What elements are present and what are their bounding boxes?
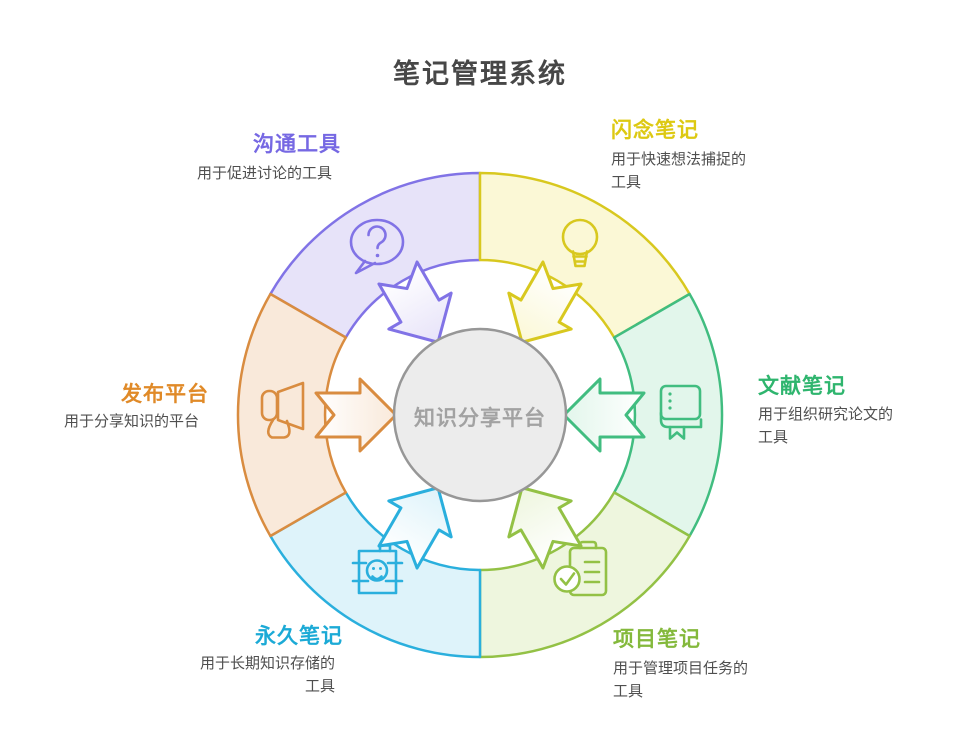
segment-description-communication: 用于促进讨论的工具 <box>197 165 333 182</box>
converging-arrows <box>314 260 646 570</box>
arrow-fleeting <box>507 260 583 344</box>
clipboard-check-icon <box>553 540 608 597</box>
segment-description-publishing: 用于分享知识的平台 <box>64 413 200 430</box>
arrow-permanent <box>377 486 453 570</box>
segment-label-fleeting: 闪念笔记 <box>611 119 699 142</box>
center-circle <box>392 327 568 503</box>
arrow-project <box>507 486 583 570</box>
lightbulb-icon <box>561 218 599 268</box>
segment-icons <box>260 218 703 597</box>
knowledge-barrel-icon <box>351 544 404 595</box>
segment-label-communication: 沟通工具 <box>253 133 341 156</box>
page-title: 笔记管理系统 <box>393 59 567 89</box>
center-label: 知识分享平台 <box>414 407 546 430</box>
segment-description-permanent: 用于长期知识存储的 工具 <box>199 655 335 695</box>
segment-description-project: 用于管理项目任务的 工具 <box>613 660 749 700</box>
sector-publishing <box>236 292 348 538</box>
segment-label-permanent: 永久笔记 <box>255 625 343 648</box>
megaphone-icon <box>260 381 305 439</box>
segment-label-project: 项目笔记 <box>613 628 701 651</box>
segment-description-literature: 用于组织研究论文的 工具 <box>758 406 894 446</box>
arrow-literature <box>562 377 646 453</box>
speech-bubble-question-icon <box>349 218 405 275</box>
arrow-communication <box>377 260 453 344</box>
segment-label-literature: 文献笔记 <box>758 375 846 398</box>
book-icon <box>659 384 703 440</box>
segment-label-publishing: 发布平台 <box>121 383 209 406</box>
segment-description-fleeting: 用于快速想法捕捉的 工具 <box>611 151 747 191</box>
sector-literature <box>612 292 724 538</box>
arrow-publishing <box>314 377 398 453</box>
